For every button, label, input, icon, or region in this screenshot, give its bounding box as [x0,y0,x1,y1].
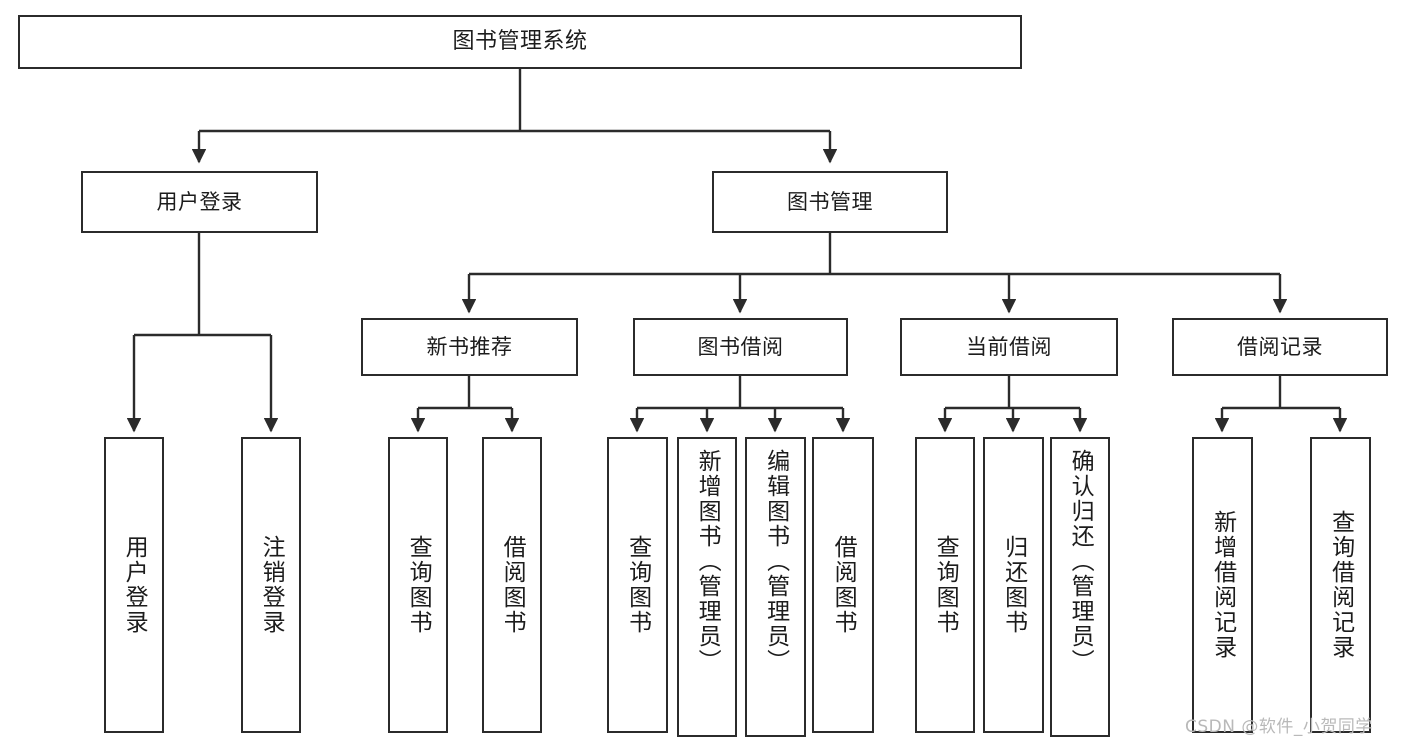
node-leaf-edit-book-admin[interactable]: 编辑图书（管理员） [745,437,806,737]
node-leaf-add-borrow-record[interactable]: 新增借阅记录 [1192,437,1253,733]
node-label: 注销登录 [258,535,285,635]
node-label: 查询图书 [932,535,959,635]
node-leaf-return-book[interactable]: 归还图书 [983,437,1044,733]
node-current-borrow[interactable]: 当前借阅 [900,318,1118,376]
node-label: 查询图书 [405,535,432,635]
node-label: 图书管理 [787,189,873,214]
node-label: 新增借阅记录 [1209,510,1236,660]
node-label: 借阅记录 [1237,334,1323,359]
node-label: 新书推荐 [426,334,513,359]
node-leaf-query-book-borrow[interactable]: 查询图书 [607,437,668,733]
node-leaf-query-borrow-record[interactable]: 查询借阅记录 [1310,437,1371,733]
node-leaf-query-book-recommend[interactable]: 查询图书 [388,437,448,733]
node-label: 用户登录 [156,189,243,214]
node-label: 图书管理系统 [452,29,588,55]
node-leaf-confirm-return-admin[interactable]: 确认归还（管理员） [1050,437,1110,737]
node-label: 查询借阅记录 [1327,510,1354,660]
node-leaf-user-login[interactable]: 用户登录 [104,437,164,733]
node-label: 图书借阅 [697,334,784,359]
node-label: 归还图书 [1000,535,1027,635]
node-leaf-add-book-admin[interactable]: 新增图书（管理员） [677,437,737,737]
node-label: 编辑图书（管理员） [762,449,789,674]
node-leaf-user-logout[interactable]: 注销登录 [241,437,301,733]
node-leaf-borrow-book-recommend[interactable]: 借阅图书 [482,437,542,733]
node-label: 借阅图书 [830,535,857,635]
node-label: 查询图书 [624,535,651,635]
node-book-borrow[interactable]: 图书借阅 [633,318,848,376]
node-borrow-record[interactable]: 借阅记录 [1172,318,1388,376]
node-label: 新增图书（管理员） [694,449,721,674]
node-label: 用户登录 [121,535,148,635]
node-user-login[interactable]: 用户登录 [81,171,318,233]
node-label: 确认归还（管理员） [1067,449,1094,674]
watermark-text: CSDN @软件_小贺同学 [1185,717,1373,737]
node-label: 借阅图书 [499,535,526,635]
node-new-book-recommend[interactable]: 新书推荐 [361,318,578,376]
node-book-management[interactable]: 图书管理 [712,171,948,233]
node-root-book-management-system[interactable]: 图书管理系统 [18,15,1022,69]
node-leaf-query-book-current[interactable]: 查询图书 [915,437,975,733]
node-label: 当前借阅 [966,334,1052,359]
node-leaf-borrow-book[interactable]: 借阅图书 [812,437,874,733]
